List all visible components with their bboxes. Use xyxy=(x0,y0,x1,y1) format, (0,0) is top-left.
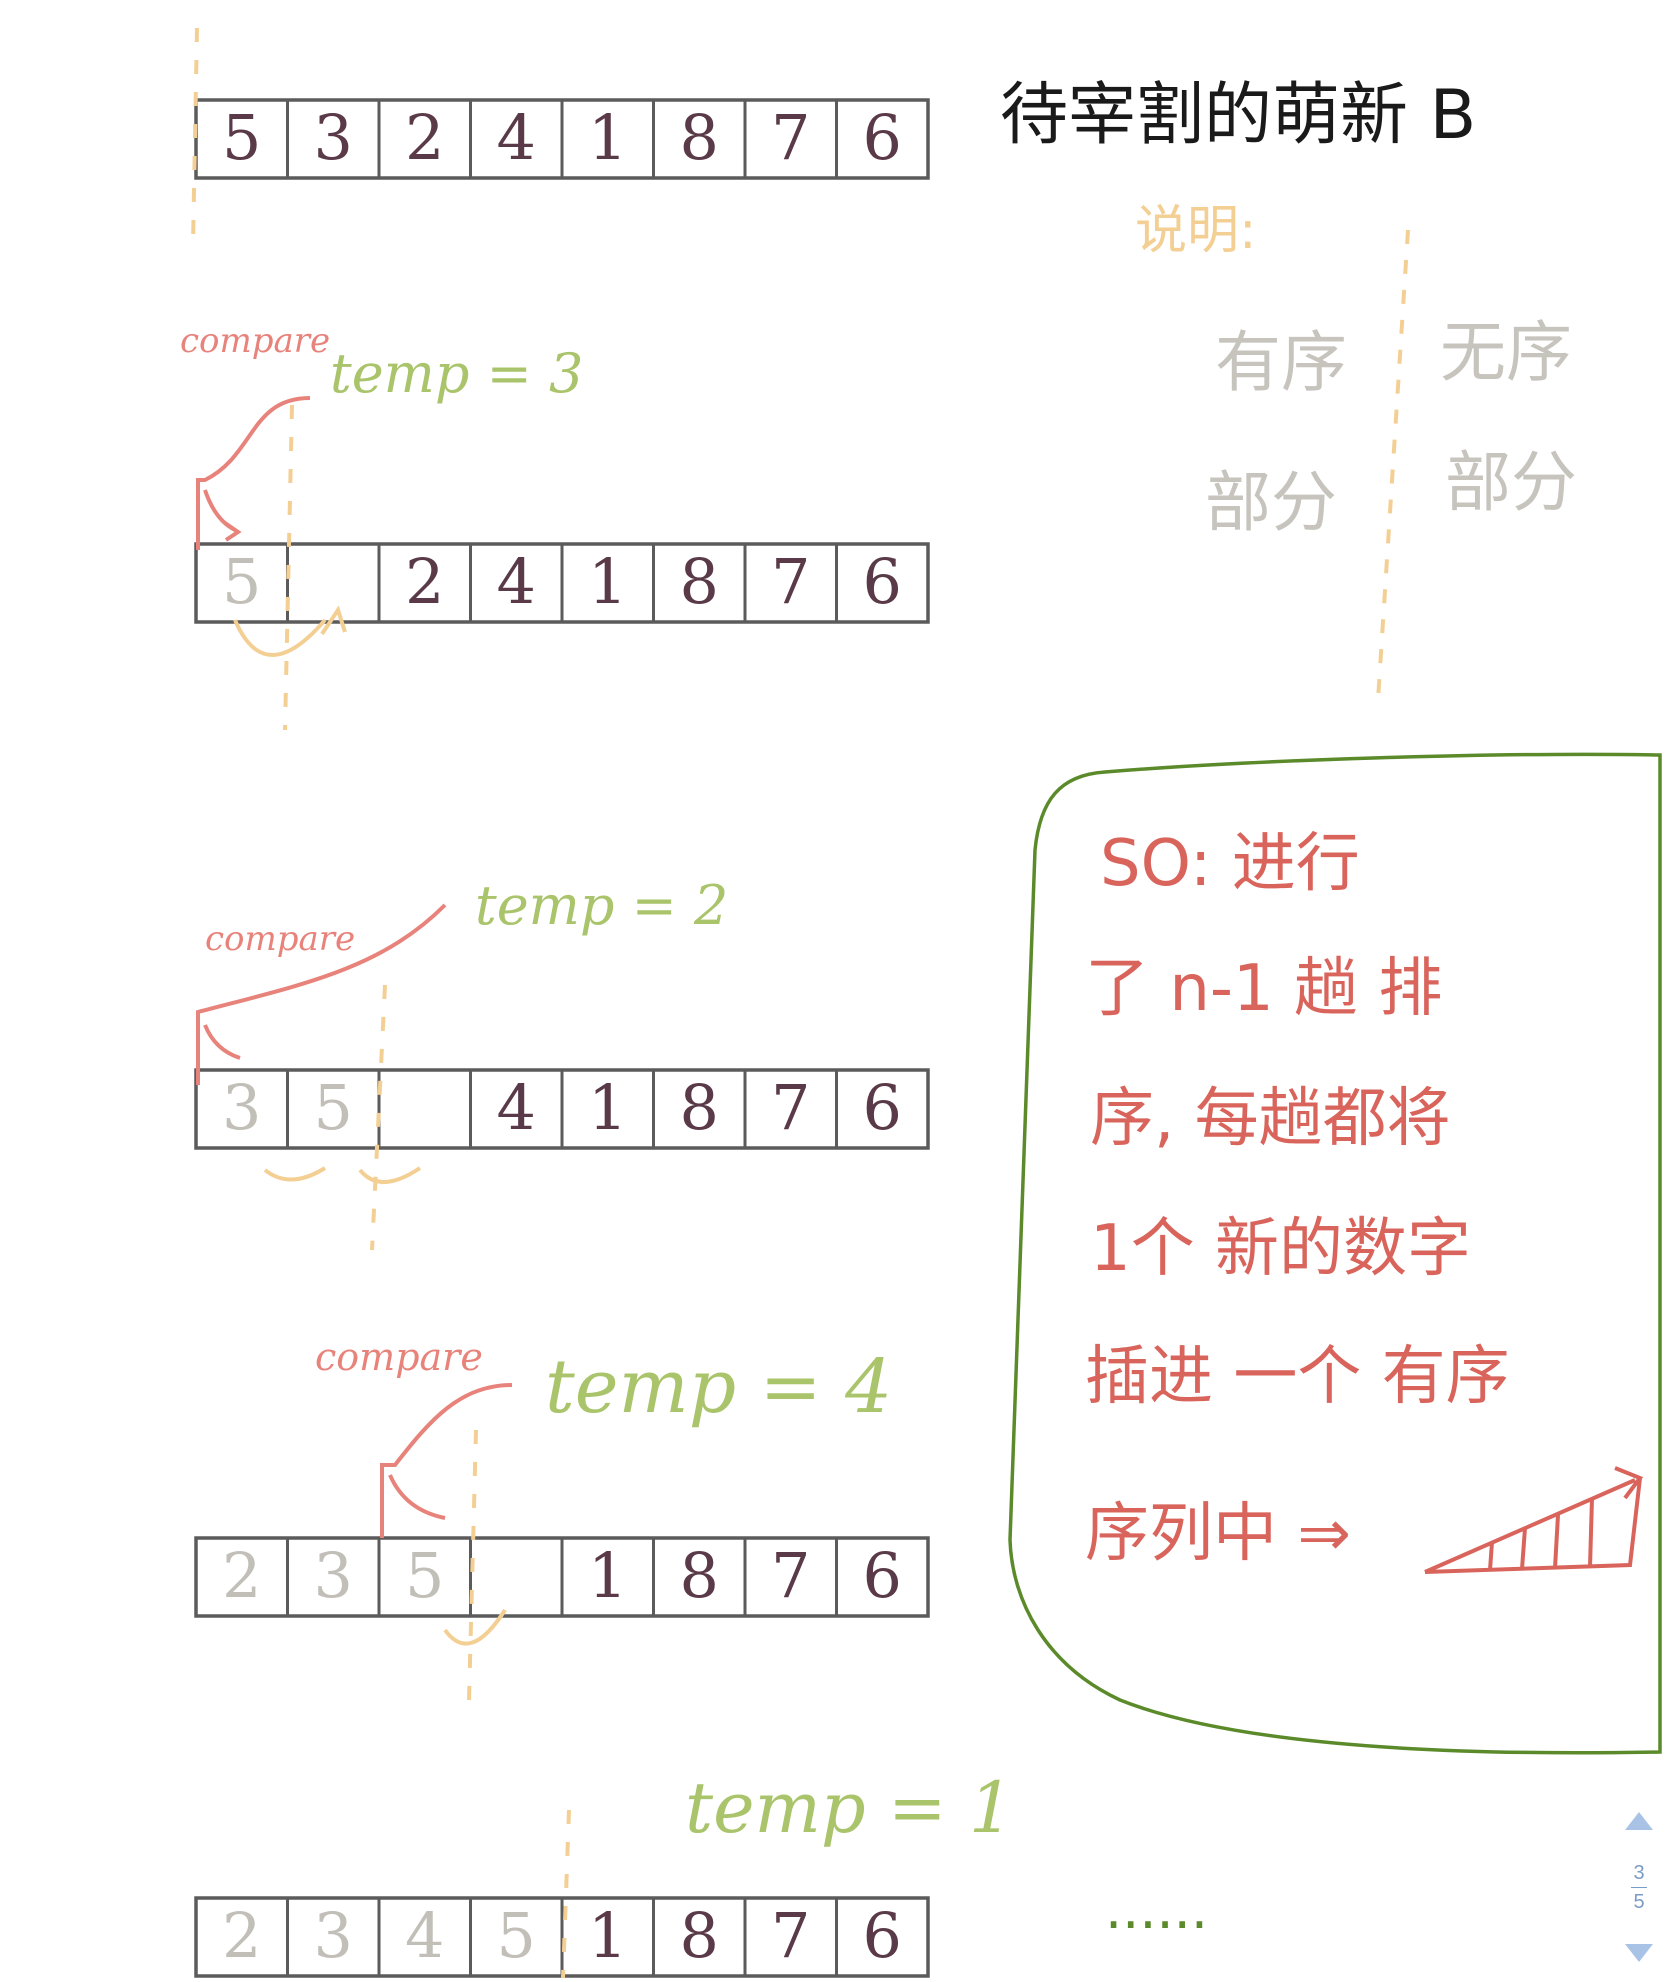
compare-arrow-step-3 xyxy=(203,1024,241,1060)
compare-label-step-3: compare xyxy=(205,919,355,959)
array-cell-2: 3 xyxy=(314,1539,353,1612)
array-cell-6: 8 xyxy=(680,545,719,618)
temp-label-step-4: temp = 4 xyxy=(545,1344,892,1430)
legend-divider xyxy=(1376,229,1410,701)
compare-bracket-step-4 xyxy=(380,1383,513,1538)
summary-border xyxy=(1008,752,1662,1755)
summary-line-1: SO: 进行 xyxy=(1100,827,1360,901)
summary-line-4: 1个 新的数字 xyxy=(1090,1212,1471,1286)
array-cell-8: 6 xyxy=(863,1899,902,1972)
array-cell-5: 1 xyxy=(588,1071,627,1144)
array-cell-1: 5 xyxy=(222,101,261,174)
temp-label-step-3: temp = 2 xyxy=(475,874,728,937)
total-pages: 5 xyxy=(1633,1890,1645,1913)
array-cell-1: 3 xyxy=(222,1071,261,1144)
compare-arrow-step-4 xyxy=(388,1474,446,1520)
summary-box: SO: 进行 了 n-1 趟 排 序, 每趟都将 1个 新的数字 插进 一个 有… xyxy=(1008,752,1662,1755)
array-cell-4: 4 xyxy=(497,545,536,618)
array-cell-3: 4 xyxy=(405,1899,444,1972)
array-cell-6: 8 xyxy=(680,1539,719,1612)
compare-arrow-step-2 xyxy=(203,489,236,532)
page-title: 待宰割的萌新 B xyxy=(1000,76,1476,155)
page-navigator: 3 5 xyxy=(1610,1812,1668,1962)
shift-arrow-step-4 xyxy=(443,1608,507,1646)
legend-sorted-line2: 部分 xyxy=(1205,464,1337,541)
legend-sorted-line1: 有序 xyxy=(1215,324,1347,401)
array-cell-5: 1 xyxy=(588,1899,627,1972)
summary-line-5: 插进 一个 有序 xyxy=(1085,1340,1510,1414)
array-cell-6: 8 xyxy=(680,1899,719,1972)
ellipsis: ...... xyxy=(1105,1878,1208,1941)
array-cell-4: 4 xyxy=(497,1071,536,1144)
shift-arrow-step-3b xyxy=(358,1166,422,1184)
temp-label-step-5: temp = 1 xyxy=(685,1767,1013,1849)
array-cell-8: 6 xyxy=(863,101,902,174)
temp-label-step-2: temp = 3 xyxy=(330,342,583,405)
array-cell-3: 2 xyxy=(405,101,444,174)
array-cell-7: 7 xyxy=(771,1899,810,1972)
array-cell-7: 7 xyxy=(771,1071,810,1144)
divider-step-2 xyxy=(283,404,294,731)
array-cell-4: 5 xyxy=(497,1899,536,1972)
array-cell-6: 8 xyxy=(680,101,719,174)
legend: 说明: 有序 部分 无序 部分 xyxy=(1135,201,1577,701)
array-cell-2: 3 xyxy=(314,1899,353,1972)
array-cell-5: 1 xyxy=(588,101,627,174)
divider-step-1 xyxy=(191,27,199,246)
array-cell-2: 5 xyxy=(314,1071,353,1144)
summary-line-3: 序, 每趟都将 xyxy=(1090,1082,1451,1156)
array-cell-4: 4 xyxy=(497,101,536,174)
array-cell-7: 7 xyxy=(771,545,810,618)
array-cell-6: 8 xyxy=(680,1071,719,1144)
divider-step-5 xyxy=(561,1809,571,1979)
compare-label-step-4: compare xyxy=(315,1335,483,1379)
page-up-icon[interactable] xyxy=(1625,1812,1653,1830)
shift-arrowhead-step-2 xyxy=(320,605,347,636)
array-cell-2: 3 xyxy=(314,101,353,174)
divider-step-3 xyxy=(370,984,387,1251)
legend-unsorted-line2: 部分 xyxy=(1445,444,1577,521)
array-cell-5: 1 xyxy=(588,1539,627,1612)
divider-step-4 xyxy=(467,1429,478,1701)
array-cell-7: 7 xyxy=(771,101,810,174)
array-cell-1: 2 xyxy=(222,1899,261,1972)
array-cell-8: 6 xyxy=(863,545,902,618)
compare-bracket-step-2 xyxy=(196,396,311,550)
compare-label-step-2: compare xyxy=(180,321,330,361)
array-cell-3: 5 xyxy=(405,1539,444,1612)
array-cell-1: 5 xyxy=(222,545,261,618)
array-cell-5: 1 xyxy=(588,545,627,618)
legend-label: 说明: xyxy=(1135,201,1257,261)
current-page: 3 xyxy=(1633,1861,1645,1884)
array-cell-8: 6 xyxy=(863,1071,902,1144)
array-cell-7: 7 xyxy=(771,1539,810,1612)
array-cell-1: 2 xyxy=(222,1539,261,1612)
staircase-icon xyxy=(1424,1466,1644,1574)
page-down-icon[interactable] xyxy=(1625,1944,1653,1962)
page-indicator: 3 5 xyxy=(1631,1861,1647,1914)
shift-arrow-step-3a xyxy=(263,1166,327,1182)
summary-line-2: 了 n-1 趟 排 xyxy=(1085,952,1442,1026)
summary-line-6: 序列中 ⇒ xyxy=(1085,1497,1351,1571)
step-annotations: compare temp = 3 compare temp = 2 compar… xyxy=(180,27,1013,1979)
legend-unsorted-line1: 无序 xyxy=(1440,314,1572,391)
array-cell-8: 6 xyxy=(863,1539,902,1612)
compare-arrowhead-step-2 xyxy=(223,521,242,542)
shift-arrow-step-2 xyxy=(233,618,327,657)
compare-bracket-step-3 xyxy=(196,903,447,1085)
array-cell-3: 2 xyxy=(405,545,444,618)
